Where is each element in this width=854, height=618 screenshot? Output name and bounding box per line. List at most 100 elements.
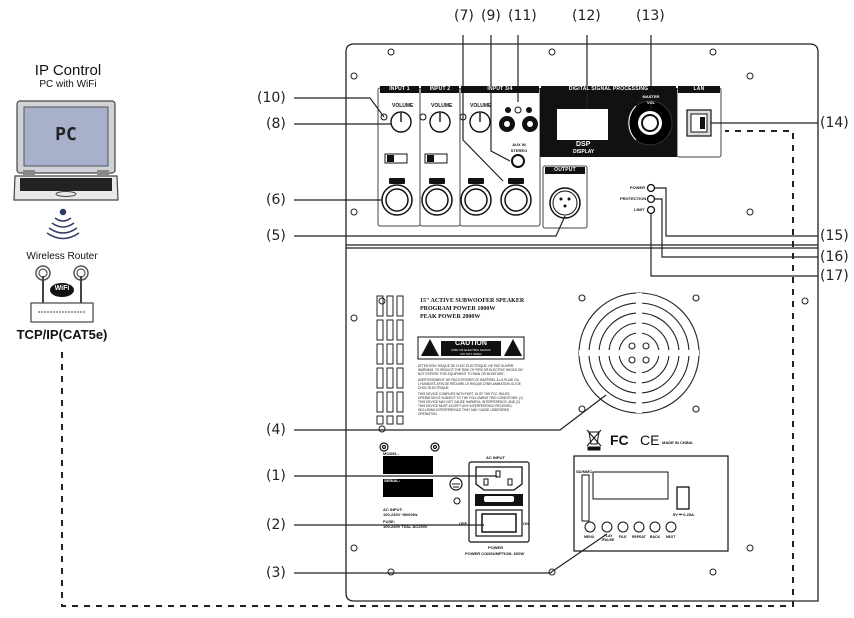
callout-3: (3)	[266, 565, 286, 581]
callout-7: (7)	[454, 8, 474, 24]
lan-cable-dashed-line	[61, 130, 794, 607]
aux-in-jack	[511, 154, 525, 168]
input-mode-switches	[384, 153, 448, 164]
wireless-signal-icon	[46, 208, 80, 240]
warning-text-2: AVERTISSEMENT: NE PAS EXPOSER CE MATÉRIE…	[418, 378, 521, 390]
ip-control-subtitle: PC with WiFi	[39, 79, 97, 90]
lan-port	[686, 109, 712, 137]
spec-line-2: PROGRAM POWER 1000W	[420, 306, 496, 312]
media-btn-menu[interactable]: MENU	[584, 535, 595, 539]
input1-header: INPUT 1	[380, 86, 419, 93]
callout-11: (11)	[508, 8, 537, 24]
laptop-icon	[13, 100, 119, 201]
ac-input-socket	[475, 466, 523, 491]
ac-info-1: AC INPUT:	[383, 507, 403, 512]
fan-grille	[578, 292, 700, 414]
dsp-header: DIGITAL SIGNAL PROCESSING	[541, 86, 676, 93]
wifi-badge: WiFi	[54, 285, 70, 292]
vent-slots	[376, 295, 404, 425]
callout-13: (13)	[636, 8, 665, 24]
weee-icon	[586, 429, 602, 451]
power-on-label: ON	[523, 521, 529, 526]
power-consumption: POWER CONSUMPTION: 600W	[465, 551, 525, 556]
spec-line-3: PEAK POWER 2000W	[420, 314, 481, 320]
led-protection-label: PROTECTION	[620, 196, 647, 201]
ce-mark: CE	[640, 432, 660, 448]
master-volume-knob	[627, 100, 673, 146]
dsp-display	[557, 109, 608, 140]
combo-jacks	[381, 184, 532, 216]
usb-port	[676, 486, 690, 510]
callout-6: (6)	[266, 192, 286, 208]
media-display	[592, 471, 669, 500]
callout-4: (4)	[266, 422, 286, 438]
rca-inputs	[499, 106, 538, 132]
ac-info-3: FUSE:	[383, 519, 395, 524]
speaker-panel	[345, 43, 819, 602]
caution-box	[417, 336, 525, 360]
made-in-label: MADE IN CHINA	[662, 440, 693, 445]
sd-label: SD/MMC	[576, 469, 593, 474]
caution-sub1: RISK OF ELECTRIC SHOCK	[451, 348, 491, 352]
volume-knobs	[390, 111, 491, 133]
dsp-display-label: DSP	[576, 141, 591, 148]
lan-header: LAN	[678, 86, 720, 93]
screw-holes	[350, 48, 809, 576]
callout-16: (16)	[820, 249, 849, 265]
callout-14: (14)	[820, 115, 849, 131]
callout-17: (17)	[820, 268, 849, 284]
output-xlr	[549, 187, 581, 219]
ground-icon	[449, 477, 463, 491]
callout-5: (5)	[266, 228, 286, 244]
callout-leaders	[294, 35, 818, 574]
dsp-display-label-2: DISPLAY	[573, 149, 595, 155]
caution-sub2: DO NOT OPEN	[460, 352, 482, 356]
connection-label: TCP/IP(CAT5e)	[16, 327, 108, 342]
callout-1: (1)	[266, 468, 286, 484]
callout-2: (2)	[266, 517, 286, 533]
input2-volume-label: VOLUME	[431, 103, 453, 109]
master-vol-label: MASTER VOL	[642, 94, 660, 105]
ac-info-2: 100-240V~50/60Hz	[383, 512, 418, 517]
ip-control-title: IP Control	[34, 62, 102, 79]
model-label: MODEL:	[383, 451, 399, 456]
media-buttons	[584, 521, 677, 533]
input2-header: INPUT 2	[421, 86, 459, 93]
status-leds	[646, 183, 656, 215]
power-off-label: OFF	[459, 521, 467, 526]
ac-input-header: AC INPUT	[486, 455, 505, 460]
callout-12: (12)	[572, 8, 601, 24]
media-btn-play[interactable]: PLAY /PAUSE	[601, 534, 615, 542]
fcc-mark: FC	[610, 432, 629, 448]
model-plate	[383, 456, 433, 474]
ac-info-4: 100-240V T6AL AC250V	[383, 524, 428, 529]
sd-card-slot	[581, 474, 590, 522]
media-btn-next[interactable]: NEXT	[666, 535, 676, 539]
media-btn-file[interactable]: FILE	[619, 535, 627, 539]
callout-9: (9)	[481, 8, 501, 24]
serial-label: SERIAL:	[384, 478, 400, 483]
aux-label: AUX IN STEREO	[510, 142, 528, 153]
input34-volume-label: VOLUME	[470, 103, 492, 109]
pc-screen-label: PC	[55, 124, 77, 145]
media-btn-repeat[interactable]: REPEAT	[632, 535, 646, 539]
callout-15: (15)	[820, 228, 849, 244]
spec-line-1: 15" ACTIVE SUBWOOFER SPEAKER	[420, 298, 525, 304]
warning-text-1: ATTENTION: RISQUE DE CHOC ÉLECTRIQUE. NE…	[418, 364, 523, 376]
led-limit-label: LIMIT	[634, 207, 645, 212]
power-label: POWER	[488, 545, 504, 550]
callout-10: (10)	[257, 90, 286, 106]
caution-title: CAUTION	[455, 340, 487, 347]
media-btn-back[interactable]: BACK	[650, 535, 661, 539]
warning-triangle-icon	[421, 339, 522, 356]
led-power-label: POWER	[630, 185, 646, 190]
usb-label: 5V ⎓ 0.25A	[673, 512, 694, 517]
router-icon	[30, 265, 94, 323]
input1-volume-label: VOLUME	[392, 103, 414, 109]
callout-8: (8)	[266, 116, 286, 132]
input34-header: INPUT 3/4	[461, 86, 539, 93]
router-label: Wireless Router	[26, 251, 98, 262]
serial-plate	[383, 479, 433, 497]
output-header: OUTPUT	[545, 167, 585, 174]
